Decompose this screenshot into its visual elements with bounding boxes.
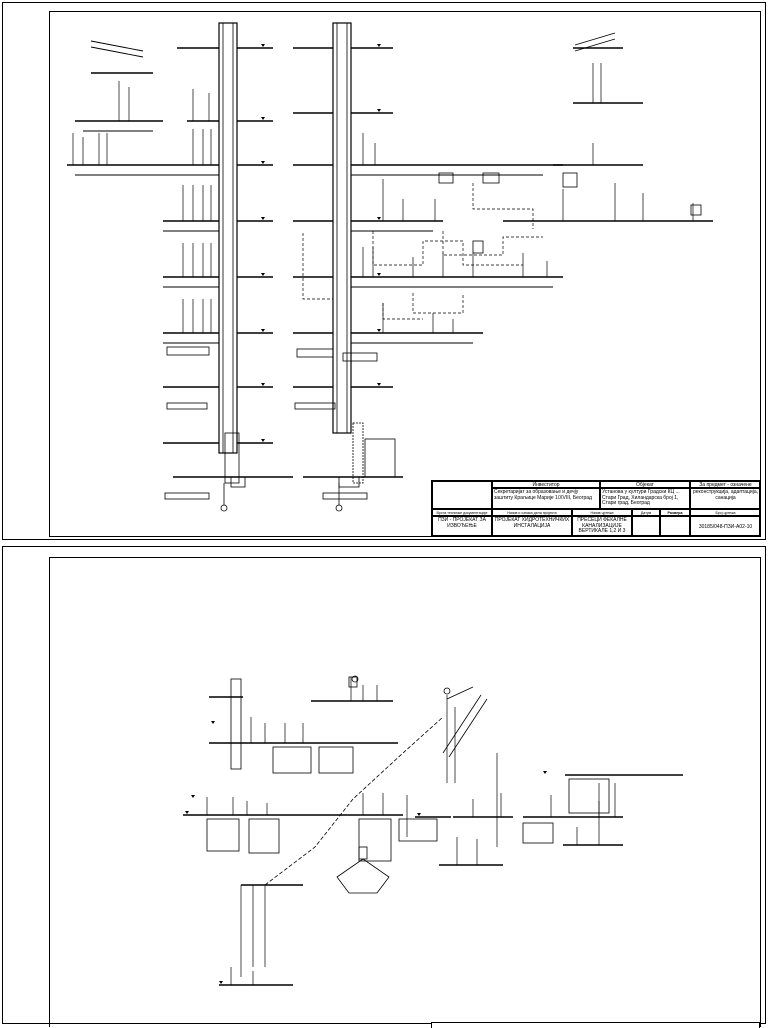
title-block-top-edge [431, 1022, 760, 1028]
number-value: 30185/048-ПЗИ-А02-10 [690, 516, 761, 537]
title-block-blank [432, 481, 492, 509]
object-value: Установа у култури Градски КЦ ... Стари … [600, 488, 690, 509]
investor-header: Инвеститор [492, 481, 600, 488]
scale-value [660, 516, 690, 537]
purpose-value: реконструкција, адаптација, санација [690, 488, 761, 509]
doc-type-label: Врста техничке документације [432, 509, 492, 516]
drawing-label: Назив цртежа [572, 509, 632, 516]
sheet-1-frame [49, 11, 761, 537]
title-block: Инвеститор Објекат За предмет - означене… [431, 480, 761, 537]
sheet-2-frame [49, 557, 761, 1027]
investor-value: Секретаријат за образовање и дечју зашти… [492, 488, 600, 509]
part-value: ПРОЈЕКАТ ХИДРОТЕХНИЧКИХ ИНСТАЛАЦИЈА [492, 516, 572, 537]
part-label: Назив и ознака дела пројекта [492, 509, 572, 516]
sheet-2-plumbing-sections [183, 675, 683, 986]
drawing-sheet-2 [2, 546, 766, 1028]
doc-type-value: ПЗИ - ПРОЈЕКАТ ЗА ИЗВОЂЕЊЕ [432, 516, 492, 537]
number-label: Број цртежа [690, 509, 761, 516]
drawing-sheet-1: Инвеститор Објекат За предмет - означене… [2, 2, 766, 540]
sheet-1-plumbing-sections [67, 22, 713, 512]
drawing-value: ПРЕСЕЦИ ФЕКАЛНЕ КАНАЛИЗАЦИЈЕ ВЕРТИКАЛЕ 1… [572, 516, 632, 537]
purpose-header: За предмет - означене радове [690, 481, 761, 488]
date-label: Датум [632, 509, 660, 516]
object-header: Објекат [600, 481, 690, 488]
scale-label: Размера [660, 509, 690, 516]
date-value [632, 516, 660, 537]
